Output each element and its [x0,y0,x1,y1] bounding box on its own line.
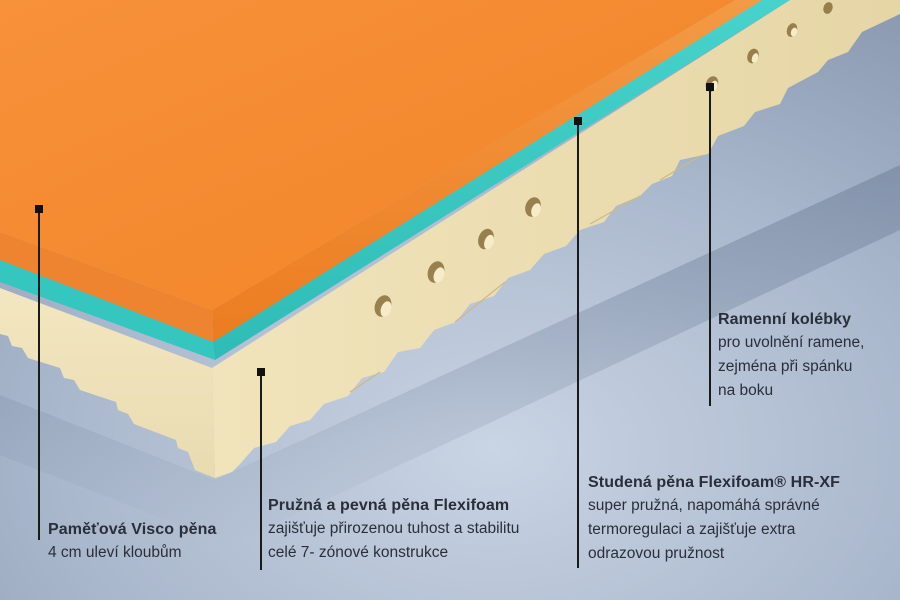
callout-flexifoam-line: celé 7- zónové konstrukce [268,544,449,561]
leader-line-shoulder [709,88,711,406]
visco-foam-front [0,232,213,342]
marker-hrxf [574,117,582,125]
callout-visco-title: Paměťová Visco pěna [48,521,217,538]
callout-shoulder-title: Ramenní kolébky [718,311,852,328]
marker-visco [35,205,43,213]
marker-flexifoam [257,368,265,376]
leader-line-hrxf [577,122,579,568]
callout-shoulder-line: na boku [718,382,774,399]
visco-foam-side [212,0,762,342]
teal-foam-front [0,258,215,360]
callout-hrxf: Studená pěna Flexifoam® HR-XF super pruž… [588,472,840,566]
teal-foam-side [212,0,790,360]
leader-line-flexifoam [260,372,262,570]
callout-flexifoam-line: zajišťuje přirozenou tuhost a stabilitu [268,520,520,537]
callout-visco: Paměťová Visco pěna 4 cm uleví kloubům [48,519,216,565]
marker-shoulder [706,83,714,91]
callout-shoulder-line: zejména při spánku [718,358,853,375]
callout-shoulder: Ramenní kolébky pro uvolnění ramene, zej… [718,309,864,403]
base-foam-side [212,0,900,478]
callout-flexifoam-title: Pružná a pevná pěna Flexifoam [268,497,510,514]
callout-flexifoam: Pružná a pevná pěna Flexifoam zajišťuje … [268,495,519,565]
callout-hrxf-line: super pružná, napomáhá správné [588,497,820,514]
zone-cut-lines [349,155,701,393]
callout-hrxf-line: odrazovou pružnost [588,545,725,562]
leader-line-visco [38,210,40,540]
callout-shoulder-line: pro uvolnění ramene, [718,334,865,351]
visco-foam-top [0,0,735,310]
callout-hrxf-line: termoregulaci a zajišťuje extra [588,521,796,538]
callout-hrxf-title: Studená pěna Flexifoam® HR-XF [588,474,841,491]
base-foam-front [0,288,215,478]
callout-visco-line: 4 cm uleví kloubům [48,544,182,561]
